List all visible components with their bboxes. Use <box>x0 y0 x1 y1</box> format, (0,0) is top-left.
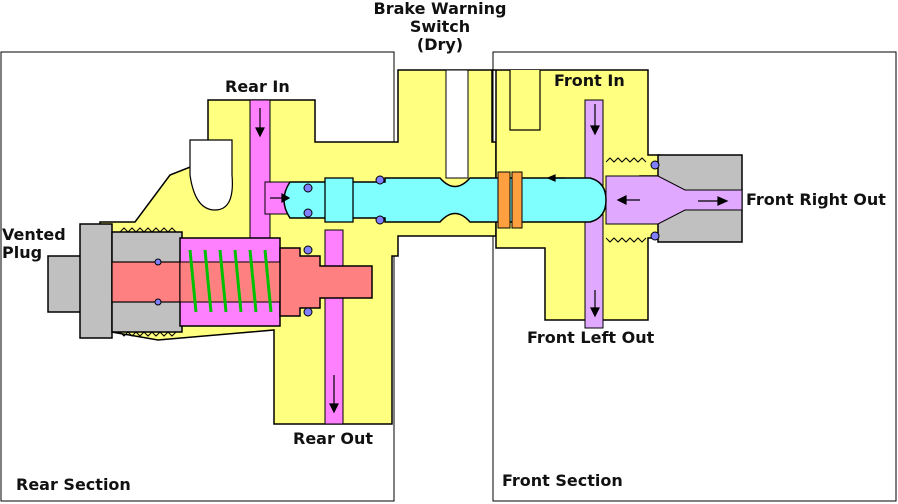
switch-label: Brake Warning Switch (Dry) <box>370 0 510 54</box>
flow-arrows <box>255 104 729 414</box>
rear-fitting-threads <box>119 227 177 337</box>
front-fitting-threads <box>605 157 647 243</box>
rear-spring-core <box>179 261 281 303</box>
seal <box>303 183 313 193</box>
rear-section-label: Rear Section <box>16 475 131 494</box>
rear-section-frame <box>0 51 395 502</box>
front-ring-seal <box>497 171 511 229</box>
front-left-out-label: Front Left Out <box>527 328 655 347</box>
seal <box>375 175 385 185</box>
seal <box>303 307 313 317</box>
front-right-out-label: Front Right Out <box>746 190 886 209</box>
seal <box>650 231 660 241</box>
rear-housing <box>99 69 497 425</box>
front-right-outlet-bore <box>605 175 743 225</box>
rear-out-label: Rear Out <box>293 429 374 448</box>
vented-plug-label-line1: Vented <box>2 225 66 244</box>
seal <box>154 258 162 266</box>
rear-spring <box>188 249 273 313</box>
switch-label-line1: Brake Warning <box>373 0 507 18</box>
seal <box>303 245 313 255</box>
front-section-frame <box>492 51 897 502</box>
rear-piston-stem <box>279 247 373 317</box>
vented-plug-label: Vented Plug <box>2 226 66 262</box>
switch-label-line3: (Dry) <box>416 35 464 54</box>
seal <box>375 215 385 225</box>
vented-plug-label-line2: Plug <box>2 243 43 262</box>
seal <box>303 208 313 218</box>
rear-housing-notch <box>189 139 233 211</box>
front-ring-seal-2 <box>511 171 523 229</box>
seal <box>650 160 660 170</box>
front-housing-upper-step <box>509 70 541 131</box>
rear-in-label: Rear In <box>225 77 290 96</box>
front-in-label: Front In <box>554 71 625 90</box>
rear-piston-collar <box>324 177 354 223</box>
switch-slot <box>445 69 469 179</box>
switch-label-line2: Switch <box>409 17 471 36</box>
vented-plug-hex <box>79 223 113 339</box>
front-section-label: Front Section <box>502 471 623 490</box>
seal <box>154 298 162 306</box>
center-piston <box>283 177 607 223</box>
